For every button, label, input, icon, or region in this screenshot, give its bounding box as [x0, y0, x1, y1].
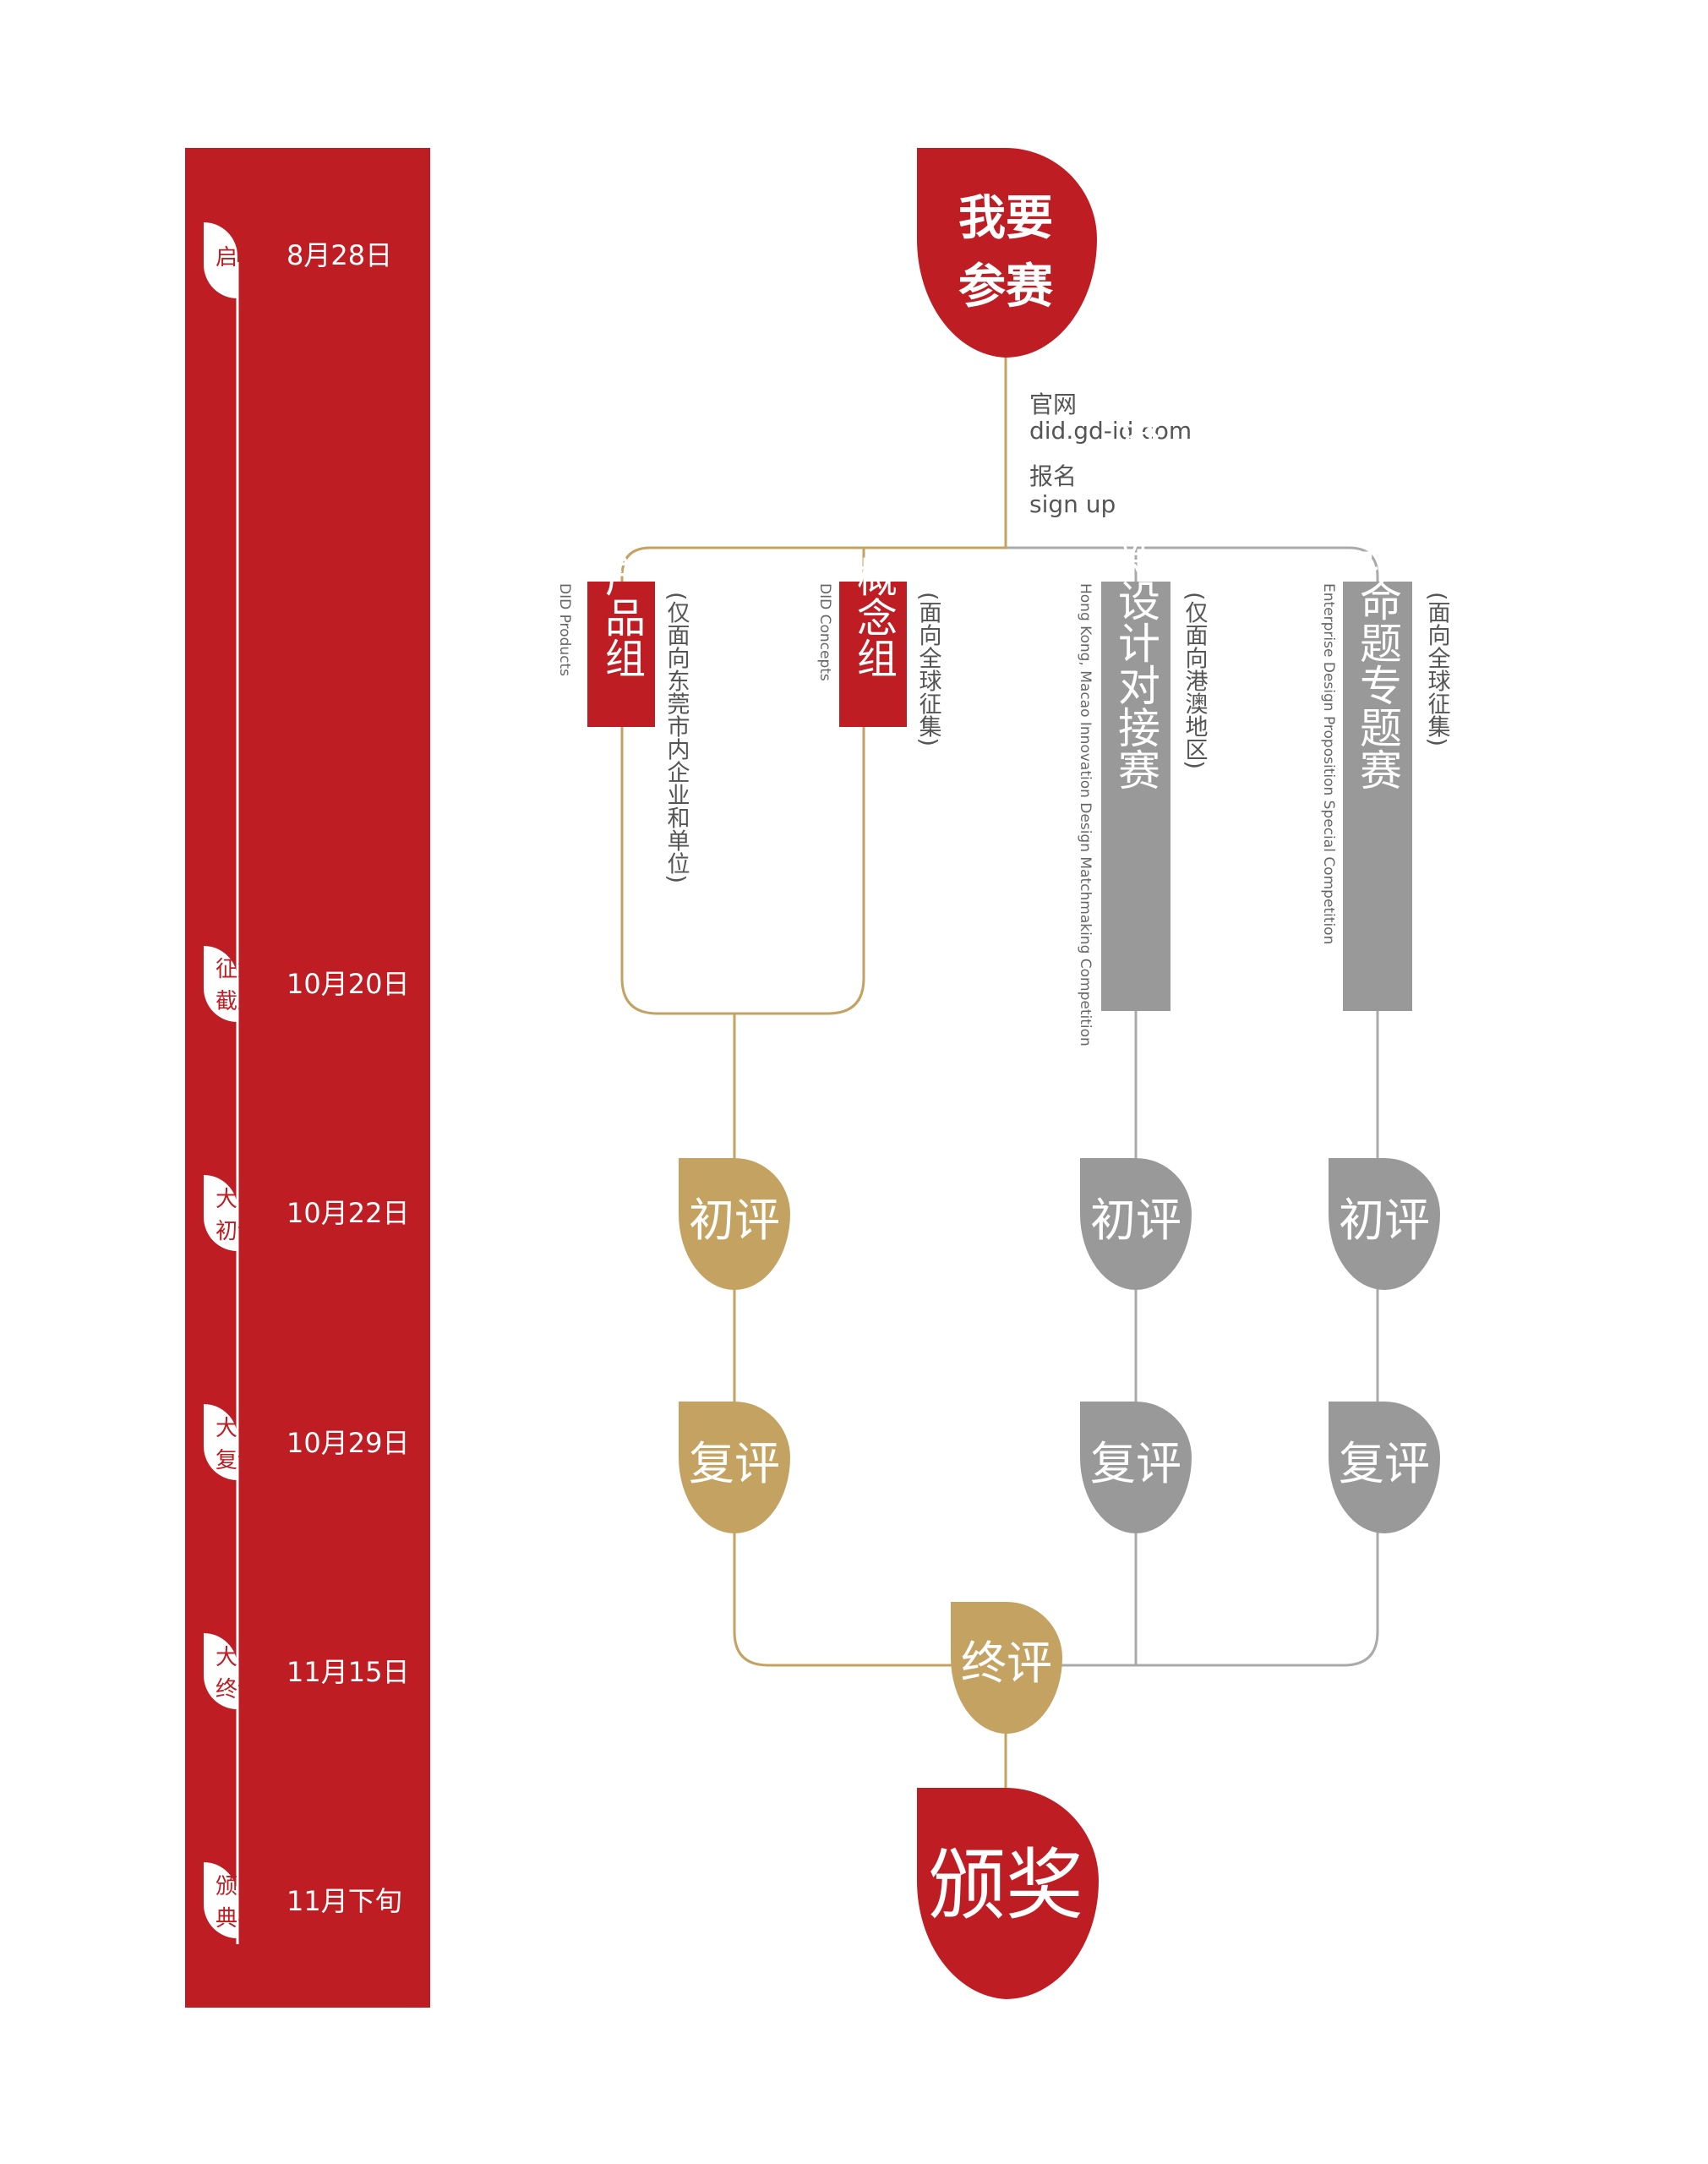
timeline-date: 10月29日 — [286, 1427, 409, 1459]
timeline-item: 征集 截止 10月20日 — [204, 946, 409, 1022]
group-product-box — [587, 582, 655, 727]
group-concept: 概念组 (面向全球征集) DID Concepts — [816, 556, 941, 746]
timeline-stage-label: 截止 — [216, 989, 259, 1014]
connector-gold-trunk — [733, 1014, 972, 1667]
group-enterprise-title: 企业设计命题专题赛 — [1353, 410, 1402, 790]
site-url[interactable]: did.gd-id.com — [1029, 417, 1192, 445]
review-node-second-gold: 复评 — [679, 1402, 790, 1533]
timeline-stage-badge — [204, 222, 237, 298]
group-concept-box — [839, 582, 907, 727]
signup-label: 报名 — [1029, 462, 1077, 490]
timeline-stage-label: 大赛 — [216, 1416, 259, 1441]
review-badge — [1329, 1158, 1440, 1290]
review-label: 复评 — [1339, 1437, 1430, 1490]
timeline-stage-label: 典礼 — [216, 1906, 259, 1932]
timeline-panel: 启动 8月28日 征集 截止 10月20日 大赛 初评 10月22日 大赛 复评… — [185, 148, 430, 2008]
group-hkmacao-title: 港澳创新设计对接赛 — [1111, 410, 1160, 790]
start-node[interactable]: 我要 参赛 — [917, 148, 1097, 358]
connector-gray-top — [1006, 546, 1379, 592]
timeline-date: 11月15日 — [286, 1656, 409, 1688]
timeline-stage-badge — [204, 1404, 237, 1480]
review-node-final: 终评 — [951, 1602, 1062, 1734]
timeline-stage-badge — [204, 946, 237, 1022]
group-concept-english: DID Concepts — [816, 583, 833, 681]
timeline-stage-badge — [204, 1175, 237, 1251]
review-node-second-gray-hk: 复评 — [1080, 1402, 1192, 1533]
timeline-date: 10月22日 — [286, 1197, 409, 1229]
review-label: 复评 — [1090, 1437, 1181, 1490]
timeline-stage-label: 征集 — [216, 957, 259, 982]
review-badge — [1080, 1402, 1192, 1533]
timeline-stage-label: 启动 — [216, 245, 259, 270]
review-label: 初评 — [1090, 1194, 1181, 1247]
review-label: 复评 — [689, 1437, 780, 1490]
review-label: 初评 — [1339, 1194, 1430, 1247]
site-label: 官网 — [1029, 391, 1077, 418]
timeline-stage-label: 大赛 — [216, 1187, 259, 1212]
group-product-note: (仅面向东莞市内企业和单位) — [663, 592, 690, 883]
timeline-stage-label: 终评 — [216, 1677, 259, 1702]
signup-badge-line2: 参赛 — [958, 260, 1054, 314]
timeline-background — [185, 148, 430, 2008]
group-enterprise-box — [1343, 582, 1412, 1011]
group-product: 产品组 (仅面向东莞市内企业和单位) DID Products — [556, 556, 690, 883]
group-concept-note: (面向全球征集) — [915, 592, 942, 746]
group-product-english: DID Products — [556, 583, 573, 676]
review-badge — [1080, 1158, 1192, 1290]
review-badge — [1329, 1402, 1440, 1533]
connector-gold-top — [620, 355, 1007, 592]
timeline-item: 大赛 初评 10月22日 — [204, 1175, 409, 1251]
timeline-item: 大赛 终评 11月15日 — [204, 1633, 409, 1709]
timeline-stage-label: 复评 — [216, 1448, 259, 1473]
timeline-stage-label: 颁奖 — [216, 1874, 259, 1899]
review-badge — [951, 1602, 1062, 1734]
review-label: 初评 — [689, 1194, 780, 1247]
connector-gold-merge — [620, 727, 865, 1015]
award-node: 颁奖 — [917, 1788, 1099, 1999]
review-badge — [679, 1402, 790, 1533]
review-label: 终评 — [961, 1637, 1052, 1690]
review-node-first-gray-hk: 初评 — [1080, 1158, 1192, 1290]
review-node-first-gold: 初评 — [679, 1158, 790, 1290]
group-hkmacao-english: Hong Kong, Macao Innovation Design Match… — [1077, 583, 1094, 1046]
award-badge — [917, 1788, 1099, 1999]
timeline-stage-label: 大赛 — [216, 1645, 259, 1670]
review-badge — [679, 1158, 790, 1290]
timeline-stage-badge — [204, 1862, 237, 1938]
review-node-first-gray-ent: 初评 — [1329, 1158, 1440, 1290]
signup-en: sign up — [1029, 490, 1116, 518]
group-enterprise-english: Enterprise Design Proposition Special Co… — [1320, 583, 1337, 944]
connectors — [620, 355, 1379, 1788]
review-node-second-gray-ent: 复评 — [1329, 1402, 1440, 1533]
timeline-item: 大赛 复评 10月29日 — [204, 1404, 409, 1480]
group-enterprise: 企业设计命题专题赛 (面向全球征集) Enterprise Design Pro… — [1320, 410, 1450, 1011]
timeline-stage-label: 初评 — [216, 1219, 259, 1244]
group-hkmacao-note: (仅面向港澳地区) — [1181, 592, 1209, 769]
group-hkmacao-box — [1101, 582, 1170, 1011]
timeline-item: 颁奖 典礼 11月下旬 — [204, 1862, 402, 1938]
award-label: 颁奖 — [928, 1840, 1083, 1931]
connector-gray-enterprise-column — [1048, 1010, 1379, 1667]
group-enterprise-note: (面向全球征集) — [1424, 592, 1451, 746]
signup-info: 官网 did.gd-id.com 报名 sign up — [1029, 391, 1192, 518]
group-hkmacao: 港澳创新设计对接赛 (仅面向港澳地区) Hong Kong, Macao Inn… — [1077, 410, 1208, 1046]
timeline-stage-badge — [204, 1633, 237, 1709]
group-product-title: 产品组 — [598, 556, 645, 678]
timeline-date: 10月20日 — [286, 968, 409, 1000]
timeline-date: 8月28日 — [286, 239, 392, 271]
signup-badge[interactable] — [917, 148, 1097, 358]
timeline-item: 启动 8月28日 — [204, 222, 392, 298]
signup-badge-line1: 我要 — [958, 191, 1053, 246]
group-concept-title: 概念组 — [849, 556, 897, 678]
timeline-date: 11月下旬 — [286, 1885, 402, 1917]
